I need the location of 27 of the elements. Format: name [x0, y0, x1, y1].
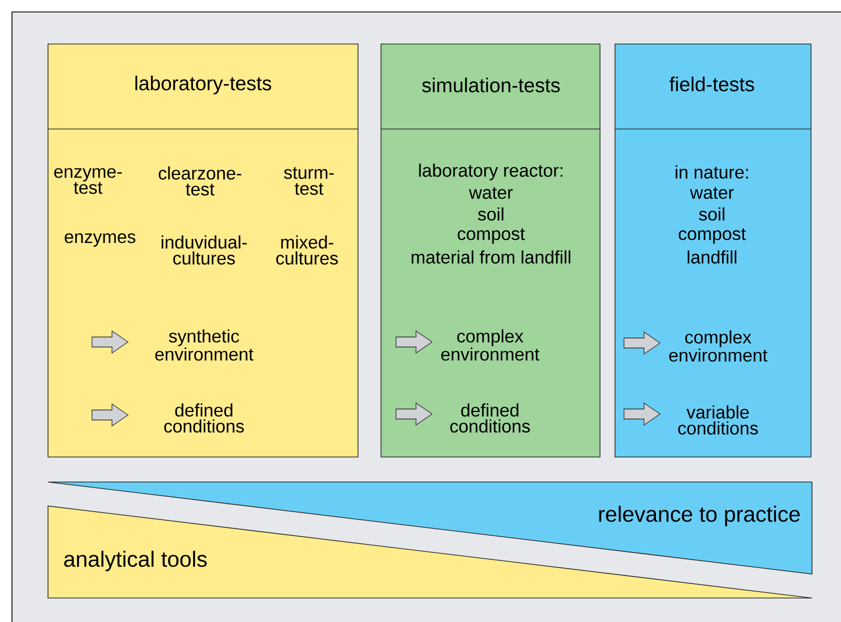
column-text: in nature:	[676, 165, 748, 179]
column-text: defined conditions	[450, 403, 530, 433]
column-text: defined conditions	[164, 403, 244, 433]
column-text: enzyme-test	[54, 168, 122, 194]
column-text: material from landfill	[412, 250, 570, 264]
column-text: water	[468, 187, 513, 199]
column-text: induvidual-cultures	[162, 235, 247, 265]
wedge-label: analytical tools	[64, 550, 207, 572]
column-text: compost	[458, 228, 525, 244]
column-text: laboratory reactor:	[419, 164, 562, 180]
column-text: water	[690, 187, 734, 199]
column-text: enzymes	[64, 233, 136, 247]
column-text: compost	[678, 228, 746, 244]
column-text: soil	[699, 207, 724, 221]
column-text: mixed-cultures	[276, 235, 338, 265]
column-text: variable conditions	[678, 405, 758, 435]
column-heading: field-tests	[670, 76, 754, 92]
column-text: sturm-test	[284, 167, 334, 195]
column-heading: laboratory-tests	[135, 76, 272, 94]
column-text: landfill	[688, 250, 736, 264]
column-heading: simulation-tests	[422, 78, 560, 92]
column-text: soil	[478, 207, 504, 221]
column-text: clearzone-test	[158, 166, 242, 196]
wedge-label: relevance to practice	[599, 506, 800, 526]
column-text: complex environment	[669, 330, 768, 362]
column-text: complex environment	[441, 329, 540, 361]
column-text: synthetic environment	[155, 329, 254, 361]
